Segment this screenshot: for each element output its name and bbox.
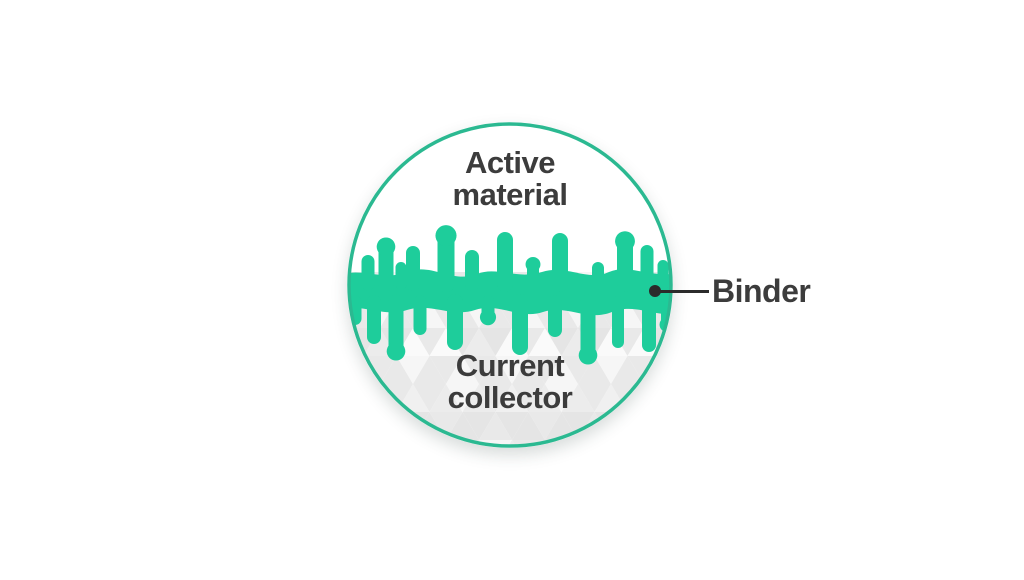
electrode-circle [347,122,673,448]
binder-blob [350,225,670,365]
binder-connector-line [655,290,709,293]
circle-border-ring [347,122,673,448]
active-material-label: Active material [452,145,568,212]
current-collector-label: Current collector [447,348,573,415]
binder-label: Binder [712,273,811,309]
electrode-circle-graphic [347,122,673,448]
